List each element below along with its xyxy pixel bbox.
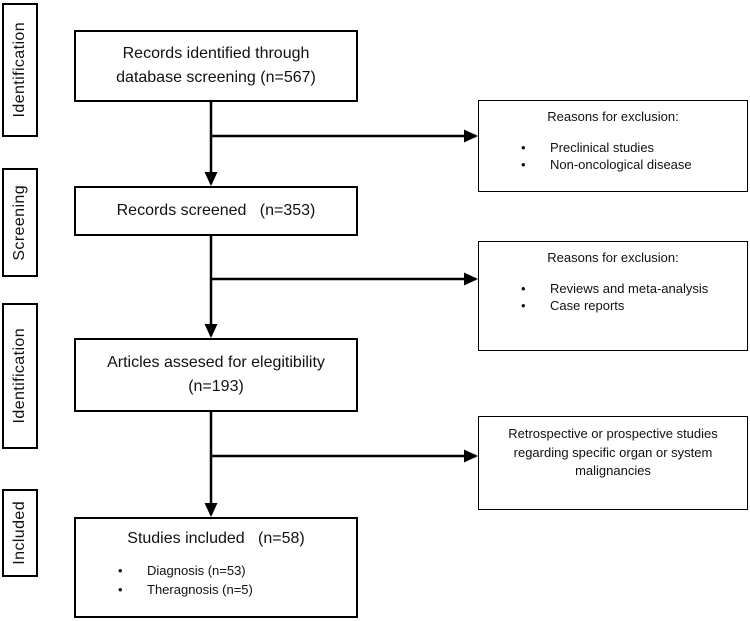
box-articles-assessed: Articles assesed for elegitibility (n=19… bbox=[74, 338, 358, 412]
box-title: Studies included (n=58) bbox=[127, 530, 305, 547]
bullet-icon: • bbox=[118, 563, 123, 578]
box-records-identified: Records identified through database scre… bbox=[74, 30, 358, 102]
box-title: Articles assesed for elegitibility (n=19… bbox=[107, 354, 330, 395]
list-item-theragnosis: • Theragnosis (n=5) bbox=[76, 580, 356, 599]
bullet-icon: • bbox=[521, 281, 526, 296]
bullet-icon: • bbox=[521, 298, 526, 313]
list-item-preclinical: • Preclinical studies bbox=[479, 139, 747, 156]
list-item-case-reports: • Case reports bbox=[479, 297, 747, 314]
stage-label-included: Included bbox=[2, 489, 38, 577]
box-title: Records identified through database scre… bbox=[116, 45, 316, 86]
included-breakdown-list: • Diagnosis (n=53) • Theragnosis (n=5) bbox=[76, 561, 356, 599]
box-exclusion-reasons-2: Reasons for exclusion: • Reviews and met… bbox=[478, 241, 748, 351]
list-item-text: Preclinical studies bbox=[550, 140, 655, 155]
stage-label-text: Identification bbox=[11, 22, 28, 118]
list-item-text: Case reports bbox=[550, 298, 625, 313]
box-title: Records screened (n=353) bbox=[116, 202, 316, 219]
list-item-reviews: • Reviews and meta-analysis bbox=[479, 280, 747, 297]
stage-label-screening: Screening bbox=[2, 168, 38, 277]
exclusion-reason-list: • Preclinical studies • Non-oncological … bbox=[479, 139, 747, 173]
exclusion-note-text: Retrospective or prospective studies reg… bbox=[508, 426, 718, 478]
stage-label-identification: Identification bbox=[2, 3, 38, 137]
exclusion-title: Reasons for exclusion: bbox=[547, 250, 679, 265]
list-item-non-oncological: • Non-oncological disease bbox=[479, 156, 747, 173]
list-item-text: Non-oncological disease bbox=[550, 157, 692, 172]
stage-label-text: Included bbox=[11, 501, 28, 565]
stage-label-text: Screening bbox=[11, 184, 28, 261]
box-studies-included: Studies included (n=58) • Diagnosis (n=5… bbox=[74, 517, 358, 618]
list-item-text: Theragnosis (n=5) bbox=[147, 582, 253, 597]
stage-label-text: Identification bbox=[11, 328, 28, 424]
exclusion-reason-list: • Reviews and meta-analysis • Case repor… bbox=[479, 280, 747, 314]
box-exclusion-note: Retrospective or prospective studies reg… bbox=[478, 416, 748, 510]
bullet-icon: • bbox=[521, 140, 526, 155]
list-item-text: Reviews and meta-analysis bbox=[550, 281, 709, 296]
box-records-screened: Records screened (n=353) bbox=[74, 186, 358, 236]
bullet-icon: • bbox=[118, 582, 123, 597]
bullet-icon: • bbox=[521, 157, 526, 172]
list-item-diagnosis: • Diagnosis (n=53) bbox=[76, 561, 356, 580]
box-exclusion-reasons-1: Reasons for exclusion: • Preclinical stu… bbox=[478, 100, 748, 192]
list-item-text: Diagnosis (n=53) bbox=[147, 563, 246, 578]
exclusion-title: Reasons for exclusion: bbox=[547, 109, 679, 124]
stage-label-eligibility: Identification bbox=[2, 303, 38, 449]
